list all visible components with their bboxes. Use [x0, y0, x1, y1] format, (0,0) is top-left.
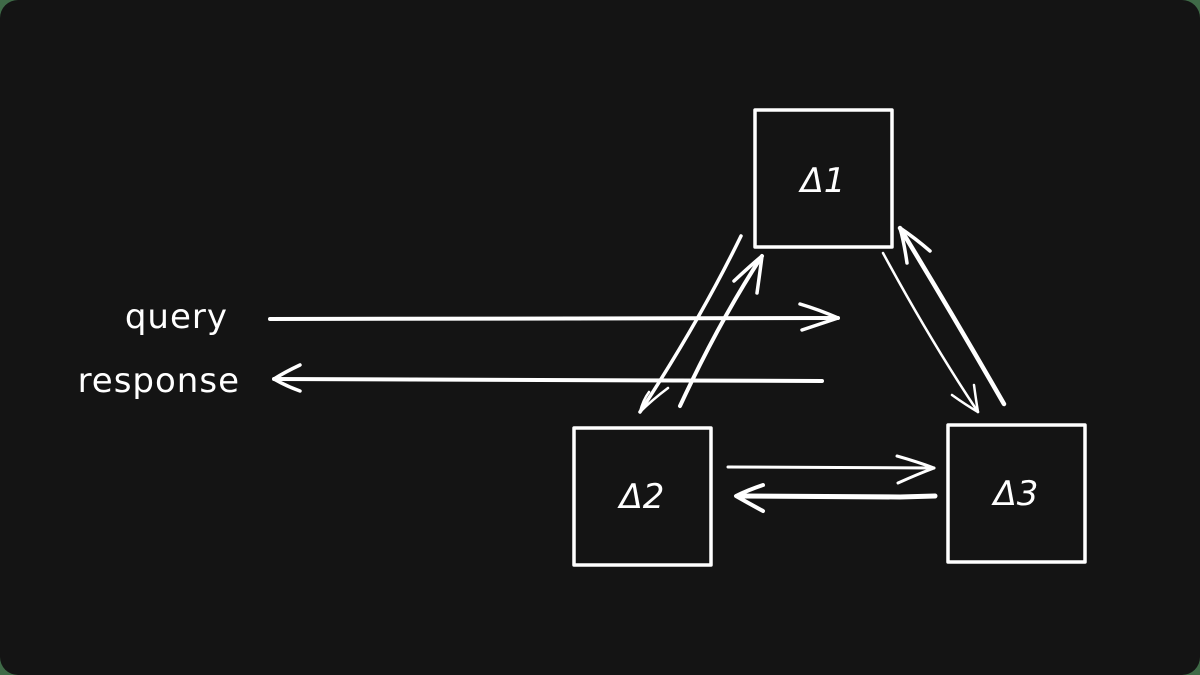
response-label: response	[78, 361, 240, 401]
node-d3-box	[946, 423, 1087, 564]
node-d3-label: Δ3	[991, 474, 1039, 514]
node-d2: Δ2	[572, 426, 713, 567]
arrowhead-icon	[798, 302, 840, 332]
arrowhead-icon	[898, 226, 932, 265]
arrowhead-icon	[732, 254, 764, 295]
arrow-d2-to-d1	[678, 254, 764, 408]
arrowhead-icon	[895, 454, 936, 485]
query-arrow	[268, 302, 840, 332]
arrow-d3-to-d1	[897, 225, 1007, 407]
arrowhead-icon	[734, 483, 765, 513]
arrow-d1-to-d3	[881, 251, 980, 414]
arrowhead-icon	[950, 383, 980, 414]
arrowhead-icon	[272, 363, 302, 393]
query-label: query	[125, 297, 228, 337]
arrow-d3-to-d2	[734, 483, 938, 513]
response-arrow	[272, 363, 824, 393]
arrow-d1-to-d2	[638, 234, 743, 414]
arrow-d2-to-d3	[726, 454, 936, 485]
node-d1-box	[753, 108, 894, 249]
node-d1: Δ1	[753, 108, 894, 249]
node-d2-label: Δ2	[617, 477, 665, 517]
node-d1-label: Δ1	[798, 161, 846, 201]
node-d3: Δ3	[946, 423, 1087, 564]
arrowhead-icon	[638, 386, 670, 414]
node-d2-box	[572, 426, 713, 567]
